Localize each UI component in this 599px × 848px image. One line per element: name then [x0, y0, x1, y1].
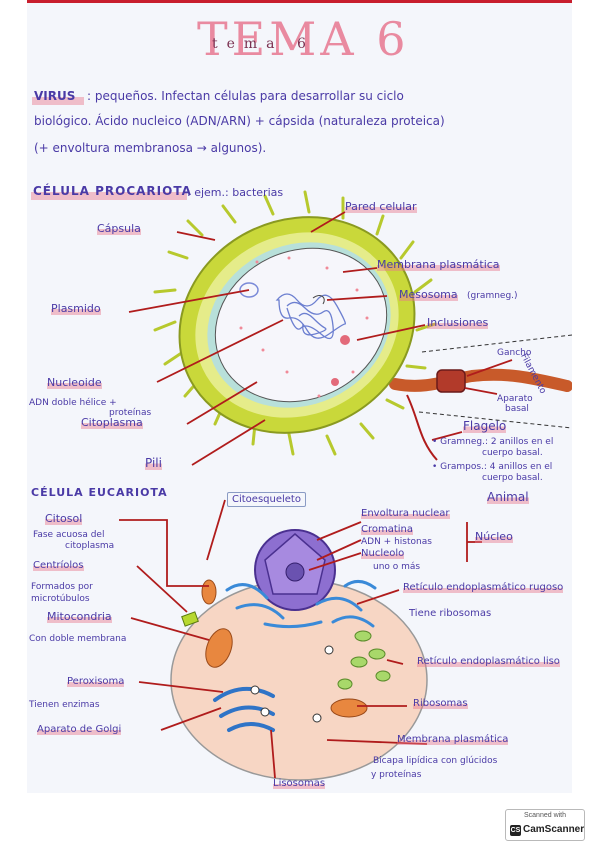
label-membrana-plasmatica: Membrana plasmática	[377, 258, 500, 271]
label-citosol-note-1: Fase acuosa del	[33, 530, 105, 540]
label-lisosomas: Lisosomas	[273, 778, 326, 789]
label-gramneg-2: cuerpo basal.	[482, 448, 543, 458]
mitochondria-shapes	[201, 579, 368, 718]
label-centriolos: Centríolos	[33, 560, 84, 571]
lysosome-dots	[250, 645, 334, 723]
label-grampos-2: cuerpo basal.	[482, 473, 543, 483]
label-mitocondria-note: Con doble membrana	[29, 634, 127, 644]
prokaryote-heading: CÉLULA PROCARIOTA	[33, 184, 192, 198]
label-inclusiones: Inclusiones	[427, 316, 489, 329]
flagellum-hook	[436, 369, 466, 393]
label-grampos-1: • Grampos.: 4 anillos en el	[432, 462, 553, 472]
label-aparato-basal-1: Aparato	[497, 394, 533, 404]
label-citosol: Citosol	[45, 512, 83, 525]
flagellum-filament	[389, 368, 572, 392]
prokaryote-example: : ejem.: bacterias	[187, 186, 284, 199]
label-cromatina-note: ADN + histonas	[361, 537, 432, 547]
label-animal: Animal	[487, 490, 529, 504]
centrioles-shape	[181, 611, 199, 627]
scanner-brand: CamScanner	[523, 824, 585, 835]
plasmid-ring	[239, 282, 259, 298]
virus-highlight	[32, 97, 84, 105]
camscanner-icon: CS	[510, 825, 521, 836]
er-strands	[225, 580, 377, 629]
label-nucleoide: Nucleoide	[47, 376, 102, 389]
label-capsula: Cápsula	[97, 222, 141, 235]
page-title: TEMA 6	[197, 12, 410, 66]
eukaryote-heading: CÉLULA EUCARIOTA	[31, 486, 168, 499]
label-aparato-basal-2: basal	[505, 404, 529, 414]
label-gancho: Gancho	[497, 348, 532, 358]
camscanner-badge: Scanned with CS CamScanner	[505, 809, 585, 841]
label-pili: Pili	[145, 456, 162, 470]
label-membrana-note-1: Bicapa lipídica con glúcidos	[373, 756, 498, 766]
title-scribble: tema 6	[212, 36, 315, 52]
notebook-page: TEMA 6 tema 6 VIRUS : pequeños. Infectan…	[27, 0, 572, 793]
label-centriolos-note-1: Formados por	[31, 582, 93, 592]
scanner-caption: Scanned with	[523, 812, 567, 819]
label-rel: Retículo endoplasmático liso	[417, 656, 560, 667]
label-nucleolo: Nucleolo	[361, 548, 405, 559]
prokaryote-arrows	[128, 211, 513, 466]
label-membrana-eucariota: Membrana plasmática	[397, 734, 509, 745]
label-envoltura-nuclear: Envoltura nuclear	[361, 508, 450, 519]
eukaryote-arrows	[119, 499, 482, 779]
label-nucleoide-note-1: ADN doble hélice +	[29, 398, 117, 408]
label-plasmido: Plasmido	[51, 302, 101, 315]
prokaryote-heading-highlight	[31, 192, 187, 200]
label-membrana-note-2: y proteínas	[371, 770, 422, 780]
label-pared-celular: Pared celular	[345, 200, 417, 213]
cytoplasm	[214, 247, 388, 403]
label-rer-note: Tiene ribosomas	[409, 608, 492, 619]
virus-term: VIRUS	[34, 89, 76, 103]
smooth-er-vesicles	[337, 630, 391, 690]
label-mesosoma: Mesosoma	[399, 288, 458, 301]
virus-line-2: biológico. Ácido nucleico (ADN/ARN) + cá…	[34, 114, 445, 128]
label-gramneg-1: • Gramneg.: 2 anillos en el	[432, 437, 554, 447]
label-nucleo: Núcleo	[475, 530, 513, 543]
label-ribosomas: Ribosomas	[413, 698, 468, 709]
label-flagelo: Flagelo	[463, 419, 507, 433]
eukaryote-illustration	[170, 529, 428, 781]
label-citoplasma: Citoplasma	[81, 416, 143, 429]
label-citosol-note-2: citoplasma	[65, 541, 115, 551]
label-rer: Retículo endoplasmático rugoso	[403, 582, 564, 593]
label-mesosoma-note: (gramneg.)	[467, 291, 518, 301]
label-peroxisoma-note: Tienen enzimas	[29, 700, 100, 710]
label-golgi: Aparato de Golgi	[37, 724, 122, 735]
label-citoesqueleto: Citoesqueleto	[227, 492, 306, 507]
ribosome-dots	[239, 256, 369, 398]
label-nucleoide-note-2: proteínas	[109, 408, 152, 418]
mesosome-fold	[312, 295, 325, 305]
nucleoid-dna	[275, 293, 346, 340]
virus-line-3: (+ envoltura membranosa → algunos).	[34, 141, 267, 155]
label-centriolos-note-2: microtúbulos	[31, 594, 90, 604]
label-cromatina: Cromatina	[361, 524, 414, 535]
drawing-layer	[31, 97, 572, 781]
virus-line-1: : pequeños. Infectan células para desarr…	[87, 89, 404, 103]
label-mitocondria: Mitocondria	[47, 610, 112, 623]
pili-group	[153, 190, 437, 456]
label-peroxisoma: Peroxisoma	[67, 676, 125, 687]
label-nucleolo-note: uno o más	[373, 562, 421, 572]
inclusion-dot	[340, 335, 350, 345]
